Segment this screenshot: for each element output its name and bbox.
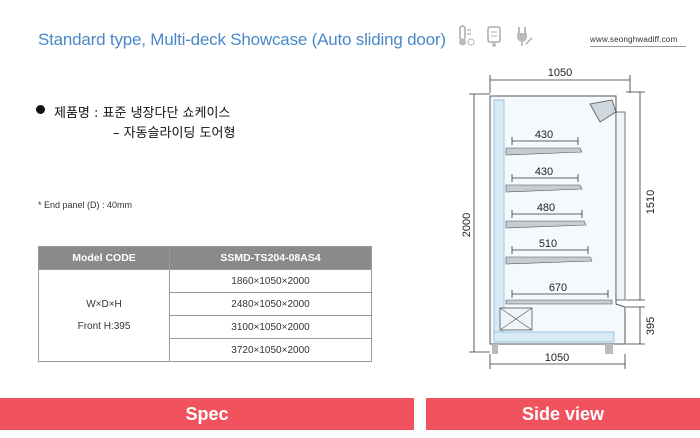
product-name-line2: – 자동슬라이딩 도어형 <box>113 126 236 141</box>
side-view-drawing: 1050 2000 430 430 480 510 <box>461 67 657 369</box>
size-cell: 3720×1050×2000 <box>169 338 372 362</box>
shelf-5-label: 670 <box>549 282 567 294</box>
shelf-4-label: 510 <box>539 238 557 250</box>
base-duct <box>493 331 615 343</box>
page-title: Standard type, Multi-deck Showcase (Auto… <box>38 30 446 49</box>
shelf-4: 510 <box>505 238 593 265</box>
compressor-cross-2 <box>499 307 533 331</box>
front-foot-left <box>492 344 498 354</box>
shelf-1-label: 430 <box>535 129 553 141</box>
front-foot-right <box>605 344 613 354</box>
header-icons <box>453 24 535 48</box>
upper-height-label: 1510 <box>645 190 657 214</box>
table-row: W×D×H Front H:395 1860×1050×2000 <box>38 269 372 362</box>
spec-table-header: Model CODE SSMD-TS204-08AS4 <box>38 246 372 270</box>
size-cell: 3100×1050×2000 <box>169 315 372 339</box>
size-cell: 2480×1050×2000 <box>169 292 372 316</box>
spec-section-bar: Spec <box>0 398 414 430</box>
top-width-label: 1050 <box>548 67 572 79</box>
height-label: 2000 <box>461 213 473 237</box>
shelf-2-label: 430 <box>535 166 553 178</box>
dimension-label: W×D×H <box>86 298 122 310</box>
website-underline <box>590 46 686 47</box>
product-name: 제품명 : 표준 냉장다단 쇼케이스 <box>54 106 231 121</box>
front-height-label: 395 <box>645 317 657 335</box>
refrigerant-icon <box>487 26 501 47</box>
plug-icon <box>517 27 533 46</box>
size-cell: 1860×1050×2000 <box>169 269 372 293</box>
end-panel-note: * End panel (D) : 40mm <box>38 200 133 210</box>
shelf-3: 480 <box>505 202 587 229</box>
dimension-label-cell: W×D×H Front H:395 <box>38 269 170 362</box>
thermometer-icon <box>459 25 475 46</box>
bottom-width-label: 1050 <box>545 352 569 364</box>
shelf-3-label: 480 <box>537 202 555 214</box>
spec-header-model-code: Model CODE <box>38 246 170 270</box>
back-duct <box>493 99 505 337</box>
bullet-dot <box>36 105 45 114</box>
sliding-door <box>615 111 626 301</box>
cabinet-body <box>489 95 626 345</box>
website-url: www.seonghwadiff.com <box>590 35 678 44</box>
spec-table: Model CODE SSMD-TS204-08AS4 W×D×H Front … <box>38 246 372 362</box>
shelf-2: 430 <box>505 166 583 193</box>
top-canopy <box>589 99 617 123</box>
side-view-section-bar: Side view <box>426 398 700 430</box>
shelf-1: 430 <box>505 129 583 156</box>
spec-header-model-number: SSMD-TS204-08AS4 <box>169 246 372 270</box>
front-height-label: Front H:395 <box>77 320 131 332</box>
table-row: 3720×1050×2000 <box>39 338 372 362</box>
shelf-5: 670 <box>505 282 613 305</box>
